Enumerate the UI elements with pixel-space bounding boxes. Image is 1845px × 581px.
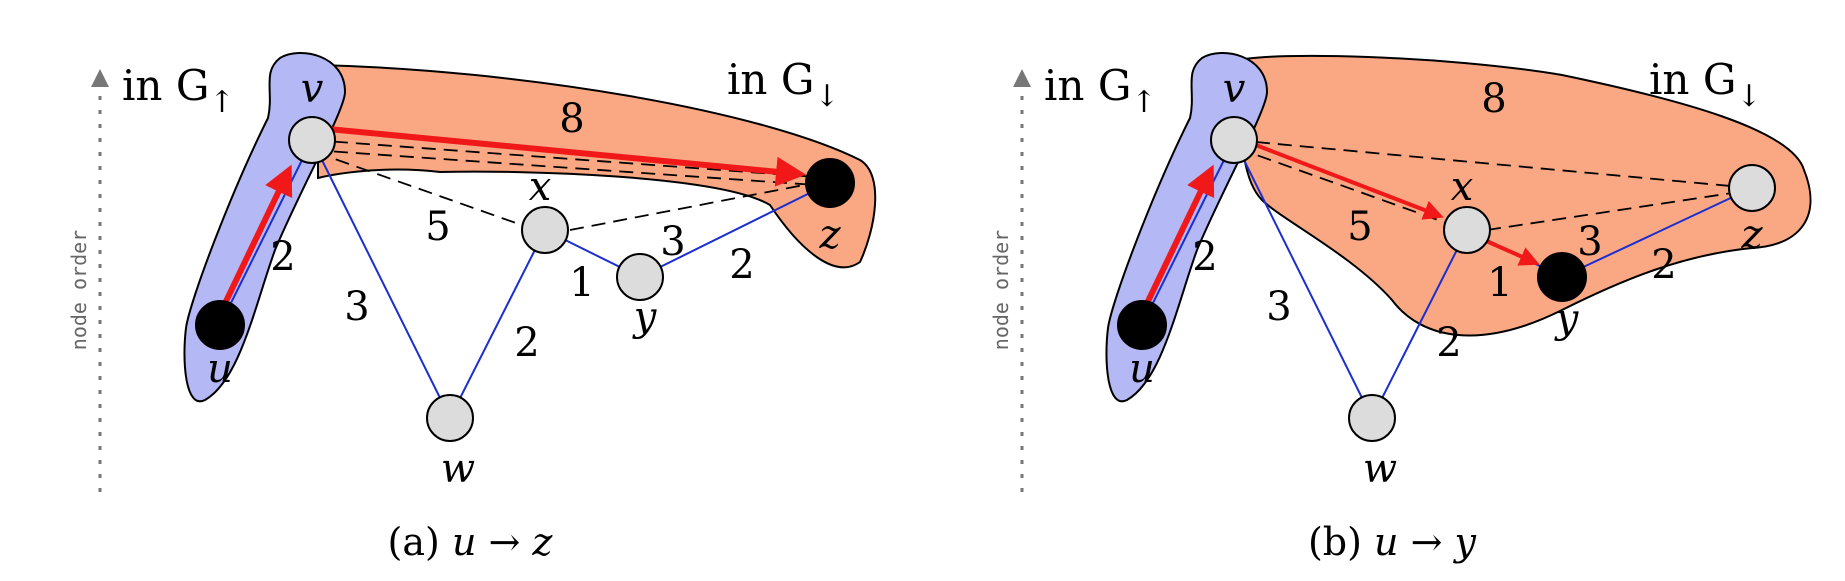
node-u (195, 300, 245, 350)
label-v: v (1223, 66, 1246, 112)
label-x: x (529, 164, 552, 210)
node-v (288, 116, 336, 164)
weight-vw: 3 (344, 284, 369, 330)
label-z: z (818, 212, 841, 258)
in-g-up-label: in G↑ (122, 61, 235, 120)
in-g-down-label: in G↓ (1649, 55, 1762, 114)
weight-vz: 8 (1481, 76, 1506, 122)
node-y (1537, 252, 1587, 302)
weight-vx: 5 (425, 204, 450, 250)
node-z (805, 158, 855, 208)
weight-yz: 2 (729, 242, 754, 288)
label-u: u (207, 346, 233, 392)
weight-wx: 2 (1436, 320, 1461, 366)
node-x (1443, 206, 1491, 254)
node-y (616, 253, 664, 301)
panel-b: node order v (989, 52, 1812, 564)
weight-xz: 3 (660, 219, 685, 265)
label-x: x (1451, 164, 1474, 210)
node-v (1210, 116, 1258, 164)
label-y: y (632, 294, 658, 340)
node-order-label: node order (67, 230, 91, 350)
weight-xy: 1 (569, 260, 594, 306)
shortest-path (215, 126, 806, 320)
in-g-down-label: in G↓ (727, 55, 840, 114)
down-region (317, 63, 877, 269)
label-v: v (301, 66, 324, 112)
weight-wx: 2 (514, 320, 539, 366)
caption-b: (b) u → y (1308, 520, 1477, 564)
node-x (521, 206, 569, 254)
weight-vz: 8 (559, 96, 584, 142)
weight-vw: 3 (1266, 284, 1291, 330)
weight-xz: 3 (1577, 219, 1602, 265)
label-u: u (1129, 346, 1155, 392)
label-y: y (1554, 296, 1580, 342)
down-region (1238, 54, 1812, 337)
weight-yz: 2 (1651, 242, 1676, 288)
node-w (426, 394, 474, 442)
label-w: w (1363, 446, 1397, 492)
node-z (1728, 164, 1776, 212)
label-z: z (1740, 212, 1763, 258)
label-w: w (441, 446, 475, 492)
weight-vx: 5 (1347, 204, 1372, 250)
weight-uv: 2 (270, 234, 295, 280)
panel-a: node order (67, 52, 877, 564)
weight-xy: 1 (1487, 260, 1512, 306)
shortcut-edges (311, 139, 831, 231)
caption-a: (a) u → z (388, 520, 554, 564)
node-u (1117, 300, 1167, 350)
shortest-path (1137, 140, 1540, 320)
in-g-up-label: in G↑ (1044, 61, 1157, 120)
node-order-label: node order (989, 230, 1013, 350)
node-w (1348, 394, 1396, 442)
weight-uv: 2 (1192, 234, 1217, 280)
shortcut-edges (1233, 139, 1753, 231)
